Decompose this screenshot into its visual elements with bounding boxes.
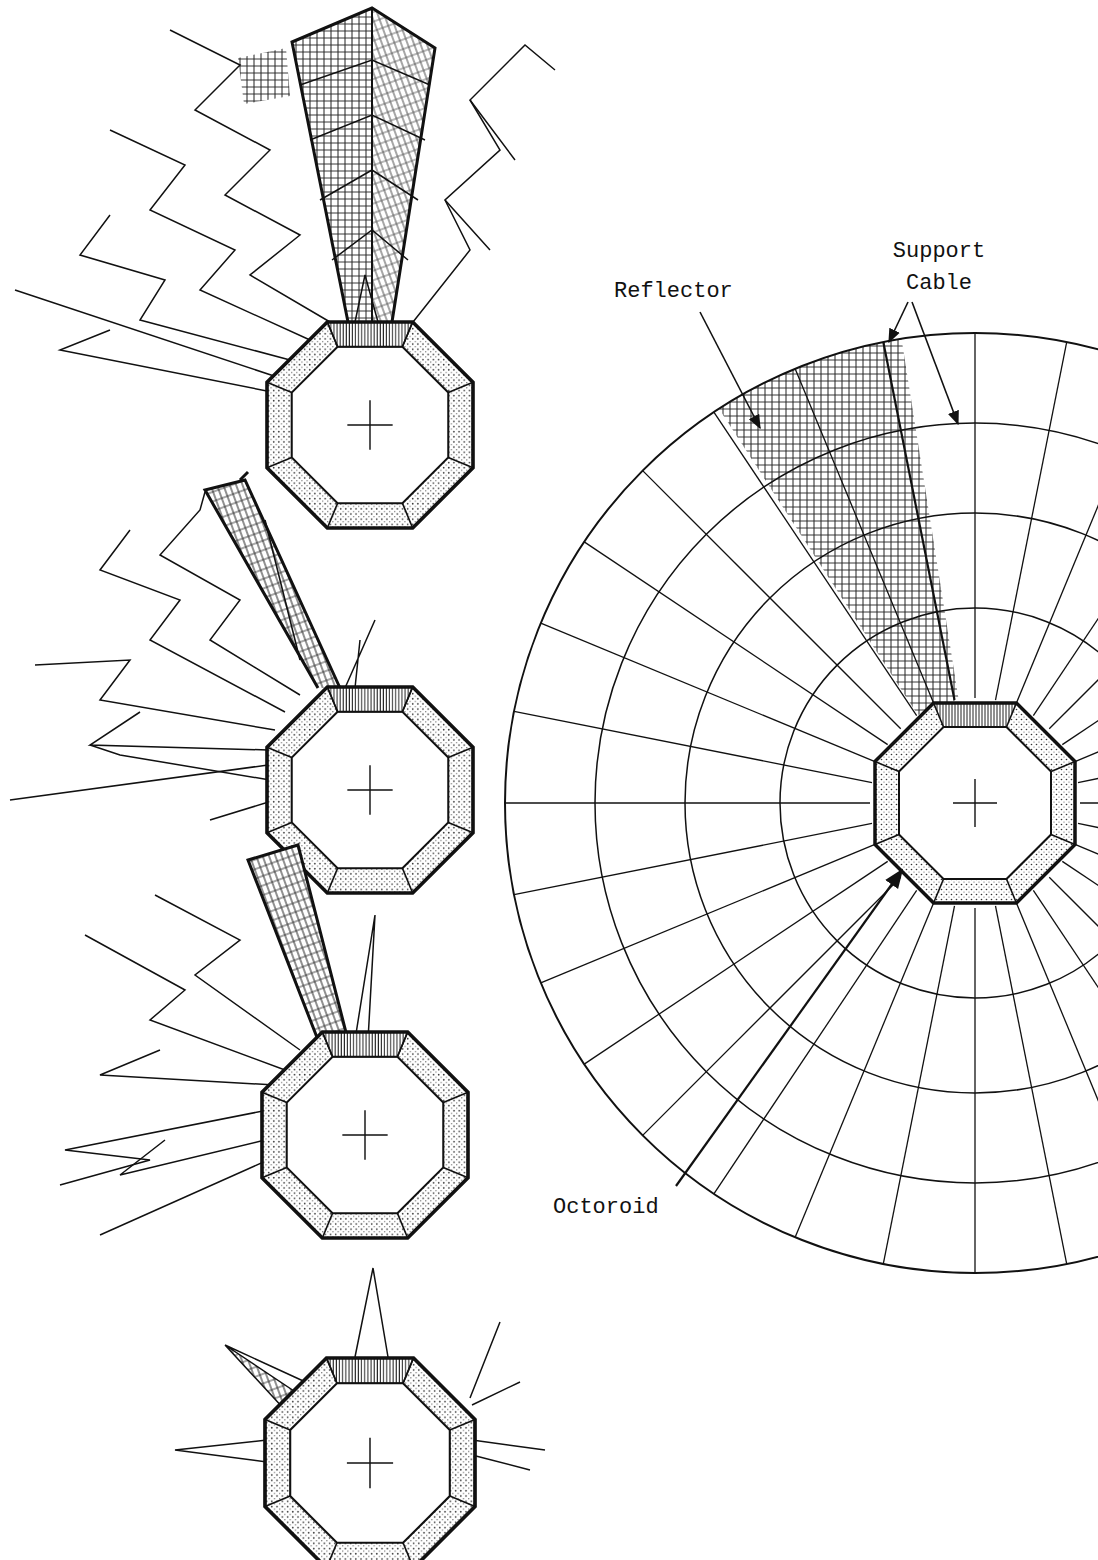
part-label: Octoroid (551, 1192, 661, 1224)
part-label: Support Cable (862, 236, 1016, 300)
part-label: Reflector (612, 276, 735, 308)
deployment-stage-1 (15, 8, 555, 528)
leader-lines (676, 302, 958, 1186)
deployment-stage-3 (60, 845, 468, 1238)
deployment-stage-2 (10, 472, 473, 893)
deployed-reflector (505, 333, 1098, 1273)
deployment-stage-4 (175, 1268, 545, 1560)
